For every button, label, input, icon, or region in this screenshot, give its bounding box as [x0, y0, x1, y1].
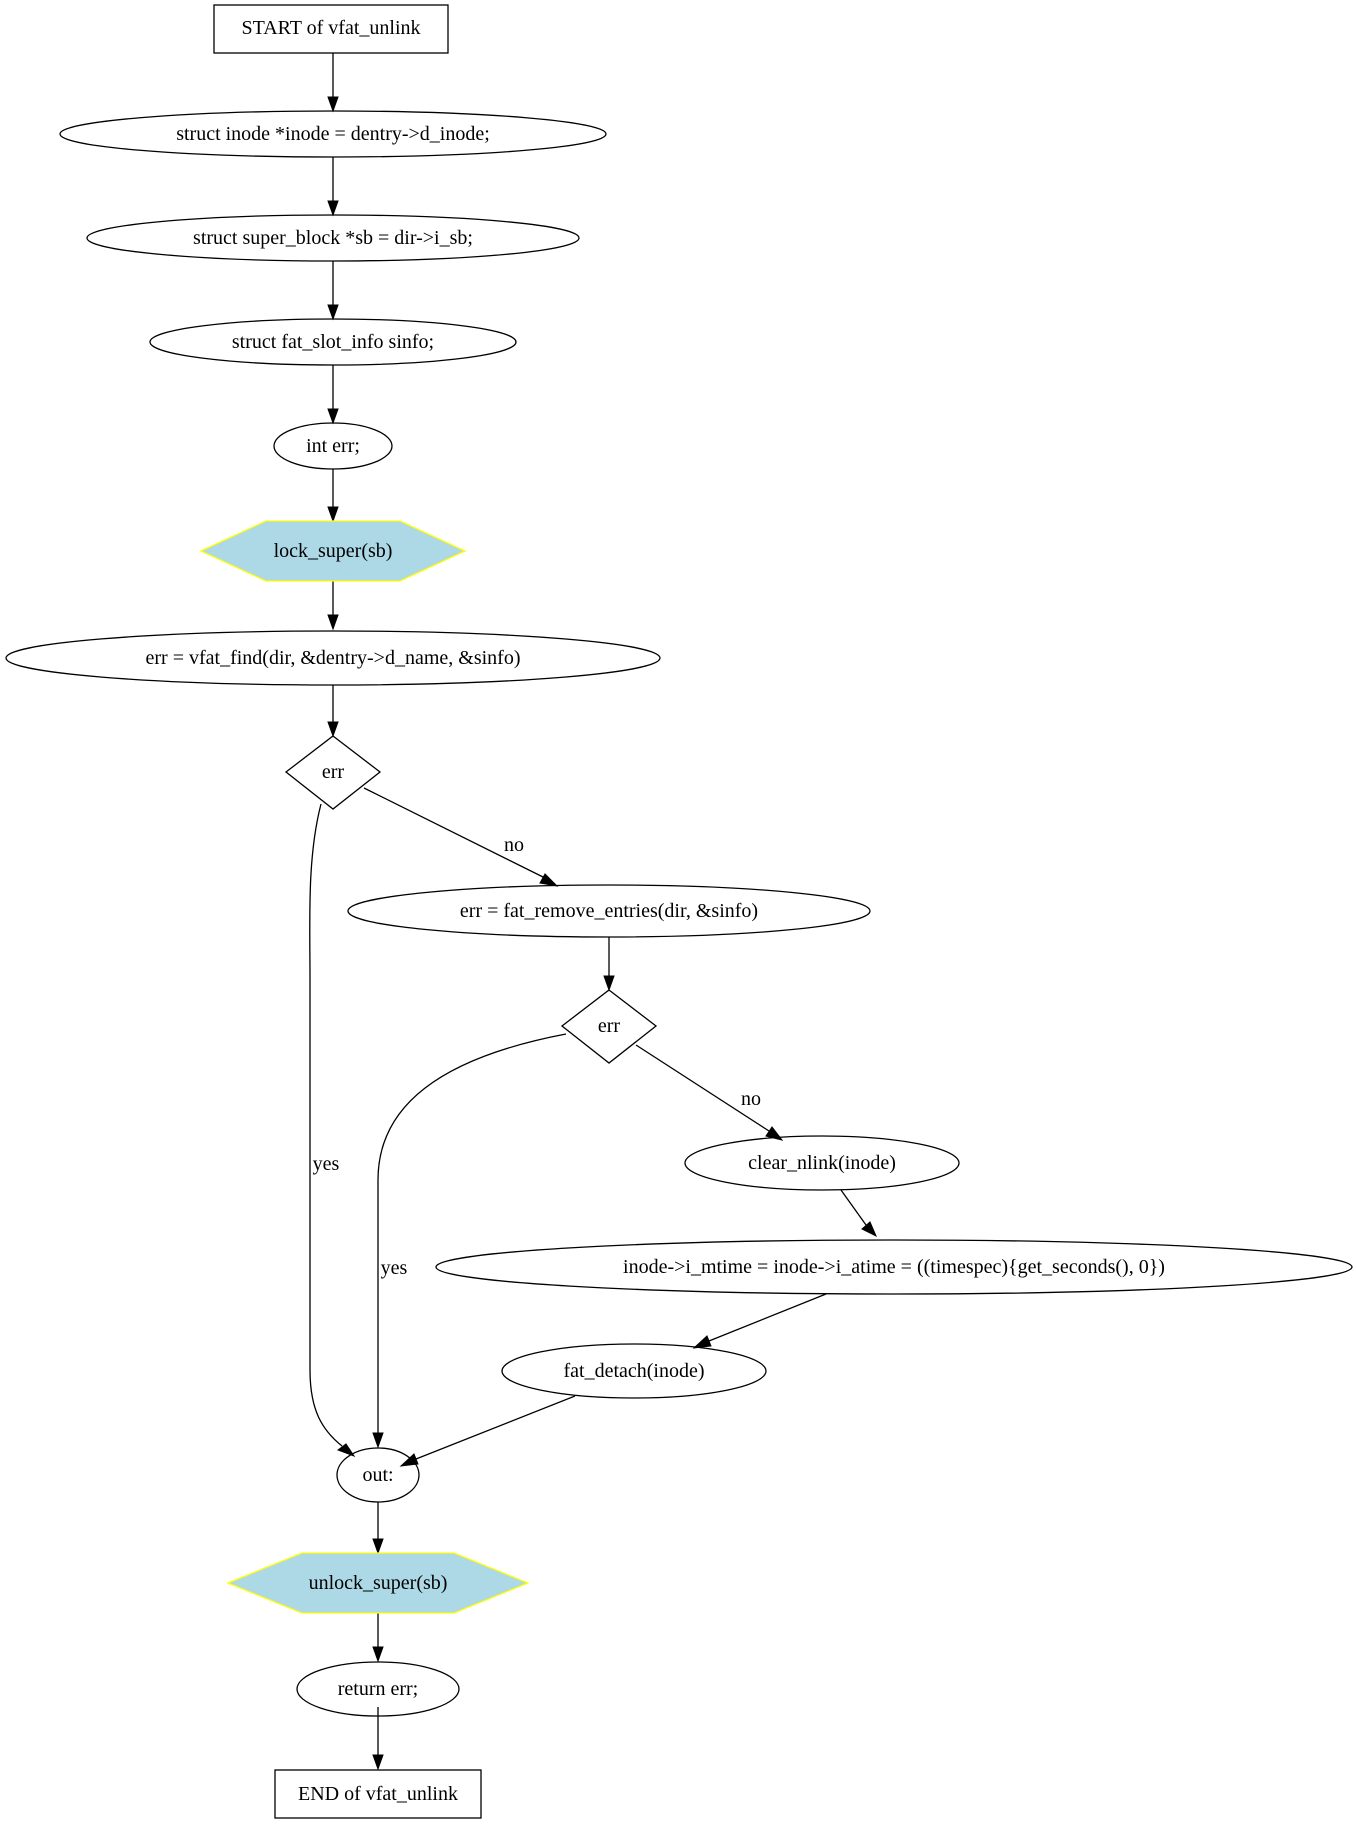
arrowhead — [327, 304, 339, 321]
arrowhead — [692, 1335, 712, 1349]
edge-label-err2-no: no — [741, 1088, 761, 1110]
arrowhead — [372, 1432, 384, 1449]
err-check-1-label: err — [322, 761, 345, 783]
node-remove-entries: err = fat_remove_entries(dir, &sinfo) — [347, 884, 871, 938]
err-check-2-diamond — [560, 989, 658, 1064]
remove-entries-ellipse — [347, 884, 871, 938]
sinfo-decl-label: struct fat_slot_info sinfo; — [232, 331, 434, 353]
vfat-find-ellipse — [5, 630, 661, 686]
start-label: START of vfat_unlink — [241, 17, 420, 39]
edge-labels: no yes no yes — [313, 834, 761, 1279]
node-out-label: out: — [336, 1447, 420, 1503]
edges — [309, 53, 877, 1771]
return-err-label: return err; — [338, 1678, 419, 1700]
node-err-check-1: err — [284, 735, 382, 810]
node-err-check-2: err — [560, 989, 658, 1064]
err-decl-label: int err; — [306, 435, 360, 457]
arrowhead — [539, 873, 559, 887]
unlock-super-label: unlock_super(sb) — [309, 1572, 448, 1594]
edge-err1-yes — [309, 803, 343, 1447]
clear-nlink-ellipse — [684, 1135, 960, 1191]
node-return-err: return err; — [296, 1661, 460, 1717]
node-clear-nlink: clear_nlink(inode) — [684, 1135, 960, 1191]
arrowhead — [327, 96, 339, 113]
arrowhead — [327, 506, 339, 523]
node-err-decl: int err; — [273, 422, 393, 470]
err-check-2-label: err — [598, 1015, 621, 1037]
edge-label-err1-no: no — [504, 834, 524, 856]
node-end: END of vfat_unlink — [274, 1769, 482, 1819]
node-vfat-find: err = vfat_find(dir, &dentry->d_name, &s… — [5, 630, 661, 686]
node-start: START of vfat_unlink — [213, 4, 449, 54]
node-inode-decl: struct inode *inode = dentry->d_inode; — [59, 110, 607, 158]
edge-err2-yes — [377, 1033, 567, 1433]
arrowhead — [372, 1538, 384, 1555]
return-err-ellipse — [296, 1661, 460, 1717]
node-sb-decl: struct super_block *sb = dir->i_sb; — [86, 214, 580, 262]
set-times-label: inode->i_mtime = inode->i_atime = ((time… — [623, 1256, 1165, 1278]
err-check-1-diamond — [284, 735, 382, 810]
unlock-super-hexagon — [226, 1552, 530, 1614]
arrowhead — [327, 721, 339, 738]
set-times-ellipse — [435, 1239, 1353, 1295]
edge-label-err2-yes: yes — [381, 1257, 408, 1279]
lock-super-hexagon — [199, 520, 467, 582]
edge-clear-to-times — [840, 1189, 867, 1226]
out-label-ellipse — [336, 1447, 420, 1503]
edge-err1-no — [363, 787, 544, 878]
inode-decl-ellipse — [59, 110, 607, 158]
err-decl-ellipse — [273, 422, 393, 470]
fat-detach-label: fat_detach(inode) — [563, 1360, 704, 1382]
sb-decl-label: struct super_block *sb = dir->i_sb; — [193, 227, 473, 249]
arrowhead — [327, 408, 339, 425]
sinfo-decl-ellipse — [149, 318, 517, 366]
arrowhead — [603, 975, 615, 992]
arrowhead — [399, 1453, 419, 1467]
nodes: START of vfat_unlink struct inode *inode… — [5, 4, 1353, 1819]
out-label-text: out: — [362, 1464, 393, 1486]
vfat-find-label: err = vfat_find(dir, &dentry->d_name, &s… — [146, 647, 521, 669]
start-box — [213, 4, 449, 54]
end-box — [274, 1769, 482, 1819]
edge-err2-no — [635, 1044, 770, 1132]
remove-entries-label: err = fat_remove_entries(dir, &sinfo) — [460, 900, 758, 922]
arrowhead — [372, 1646, 384, 1663]
edge-label-err1-yes: yes — [313, 1153, 340, 1175]
node-set-times: inode->i_mtime = inode->i_atime = ((time… — [435, 1239, 1353, 1295]
sb-decl-ellipse — [86, 214, 580, 262]
node-unlock-super: unlock_super(sb) — [226, 1552, 530, 1614]
arrowhead — [327, 614, 339, 631]
node-lock-super: lock_super(sb) — [199, 520, 467, 582]
arrowhead — [327, 200, 339, 217]
inode-decl-label: struct inode *inode = dentry->d_inode; — [176, 123, 490, 145]
node-fat-detach: fat_detach(inode) — [501, 1343, 767, 1399]
arrowhead — [861, 1221, 877, 1238]
edge-times-to-detach — [708, 1293, 827, 1342]
fat-detach-ellipse — [501, 1343, 767, 1399]
node-sinfo-decl: struct fat_slot_info sinfo; — [149, 318, 517, 366]
arrowhead — [336, 1443, 356, 1458]
lock-super-label: lock_super(sb) — [274, 540, 393, 562]
arrowhead — [372, 1754, 384, 1771]
edge-detach-to-out — [415, 1395, 576, 1460]
clear-nlink-label: clear_nlink(inode) — [748, 1152, 896, 1174]
end-label: END of vfat_unlink — [298, 1783, 458, 1805]
